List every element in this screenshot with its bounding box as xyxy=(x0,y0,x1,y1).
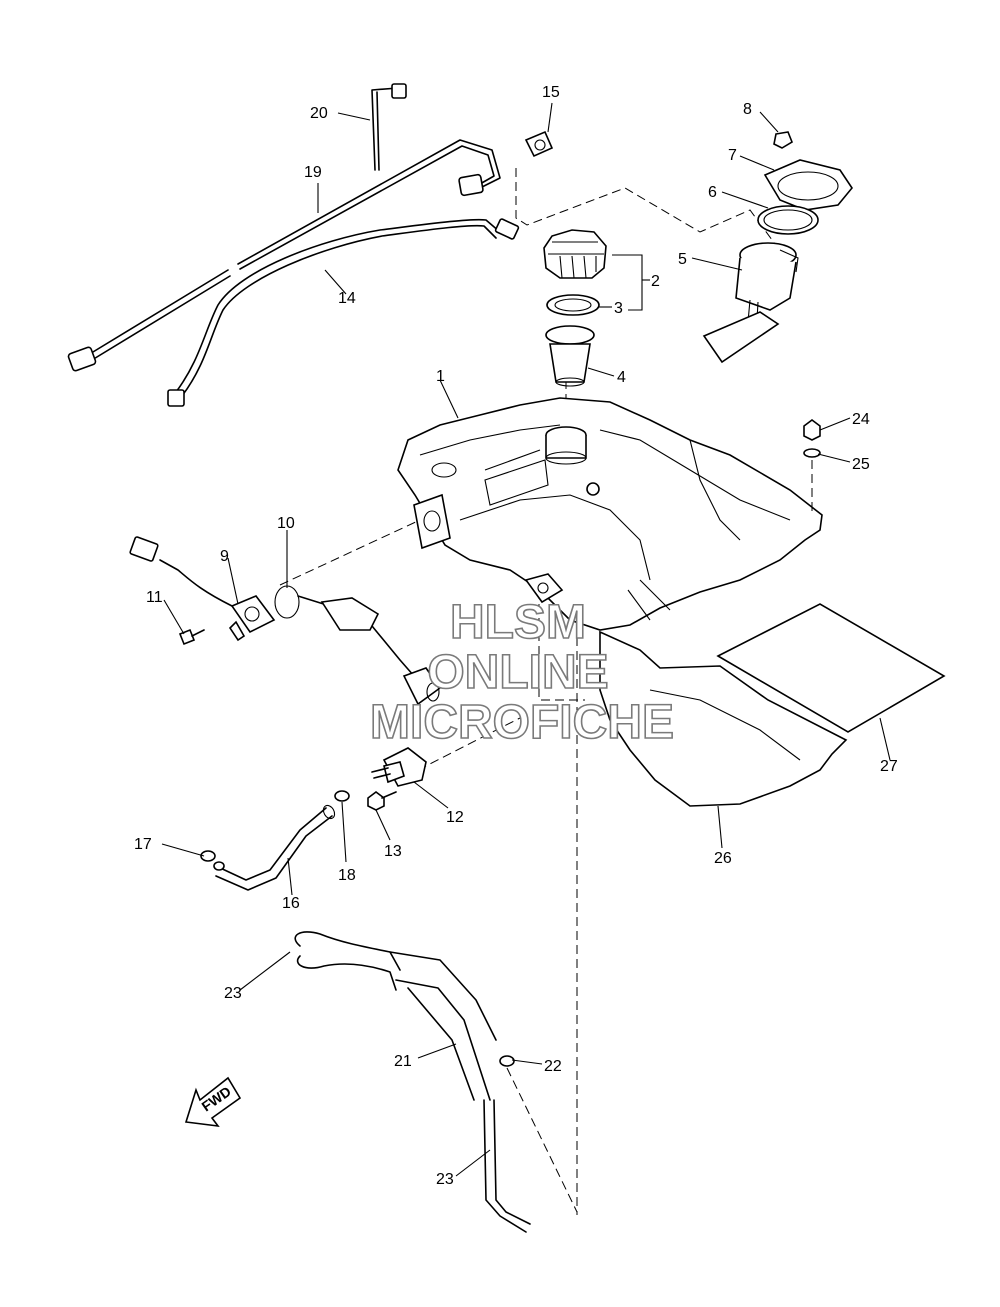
part-9-sender-unit xyxy=(129,536,276,642)
part-3-gasket xyxy=(546,294,600,316)
callout-20: 20 xyxy=(310,105,328,122)
callout-13: 13 xyxy=(384,843,402,860)
part-5-fuel-pump xyxy=(702,242,799,364)
callout-2: 2 xyxy=(651,273,660,290)
part-23-protector-lower xyxy=(483,1099,531,1233)
part-19-wire-harness xyxy=(67,139,501,372)
callout-11: 11 xyxy=(146,589,163,606)
callout-4: 4 xyxy=(617,369,626,386)
callout-23-upper: 23 xyxy=(224,985,242,1002)
fwd-direction-icon: FWD xyxy=(184,1076,242,1128)
callout-17: 17 xyxy=(134,836,152,853)
callout-3: 3 xyxy=(614,300,623,317)
part-8-nut xyxy=(773,131,793,149)
callout-labels: 1 2 3 4 5 6 7 8 9 10 11 12 13 14 15 16 1… xyxy=(134,84,898,1188)
callout-22: 22 xyxy=(544,1058,562,1075)
callout-15: 15 xyxy=(542,84,560,101)
callout-16: 16 xyxy=(282,895,300,912)
part-17-clamp xyxy=(200,850,225,871)
callout-12: 12 xyxy=(446,809,464,826)
part-27-pad xyxy=(716,603,946,733)
callout-7: 7 xyxy=(728,147,737,164)
watermark-line1: HLSM xyxy=(450,596,586,649)
part-26-protector xyxy=(599,630,848,807)
callout-27: 27 xyxy=(880,758,898,775)
callout-8: 8 xyxy=(743,101,752,118)
leader-lines xyxy=(161,102,891,1177)
callout-23-lower: 23 xyxy=(436,1171,454,1188)
callout-18: 18 xyxy=(338,867,356,884)
part-20-cable-tie xyxy=(371,83,407,171)
part-24-bolt xyxy=(803,419,821,441)
part-15-clip xyxy=(524,130,554,158)
watermark-line3: MICROFICHE xyxy=(370,696,674,749)
callout-19: 19 xyxy=(304,164,322,181)
part-16-fuel-hose xyxy=(215,804,336,891)
callout-25: 25 xyxy=(852,456,870,473)
callout-14: 14 xyxy=(338,290,356,307)
callout-21: 21 xyxy=(394,1053,412,1070)
part-6-seal xyxy=(757,205,819,235)
part-18-clamp xyxy=(334,790,350,802)
callout-5: 5 xyxy=(678,251,687,268)
callout-26: 26 xyxy=(714,850,732,867)
callout-6: 6 xyxy=(708,184,717,201)
part-10-float-arm xyxy=(274,585,442,706)
part-25-washer xyxy=(803,448,821,515)
part-23-protector-upper xyxy=(294,931,401,991)
part-1-fuel-tank xyxy=(397,397,823,631)
part-12-fuel-cock xyxy=(371,747,427,787)
watermark: HLSM ONLINE MICROFICHE xyxy=(369,595,675,750)
part-21-drain-hose xyxy=(389,951,497,1101)
part-14-breather-hose xyxy=(167,218,520,407)
callout-9: 9 xyxy=(220,548,229,565)
part-13-bolt xyxy=(367,791,397,811)
watermark-line2: ONLINE xyxy=(427,646,608,699)
part-22-clip xyxy=(499,1055,515,1067)
part-4-filler-neck xyxy=(545,325,595,387)
part-7-plate xyxy=(763,159,853,211)
part-2-fuel-cap xyxy=(543,229,607,279)
callout-24: 24 xyxy=(852,411,870,428)
callout-10: 10 xyxy=(277,515,295,532)
callout-1: 1 xyxy=(436,368,445,385)
part-11-screw xyxy=(178,628,205,646)
